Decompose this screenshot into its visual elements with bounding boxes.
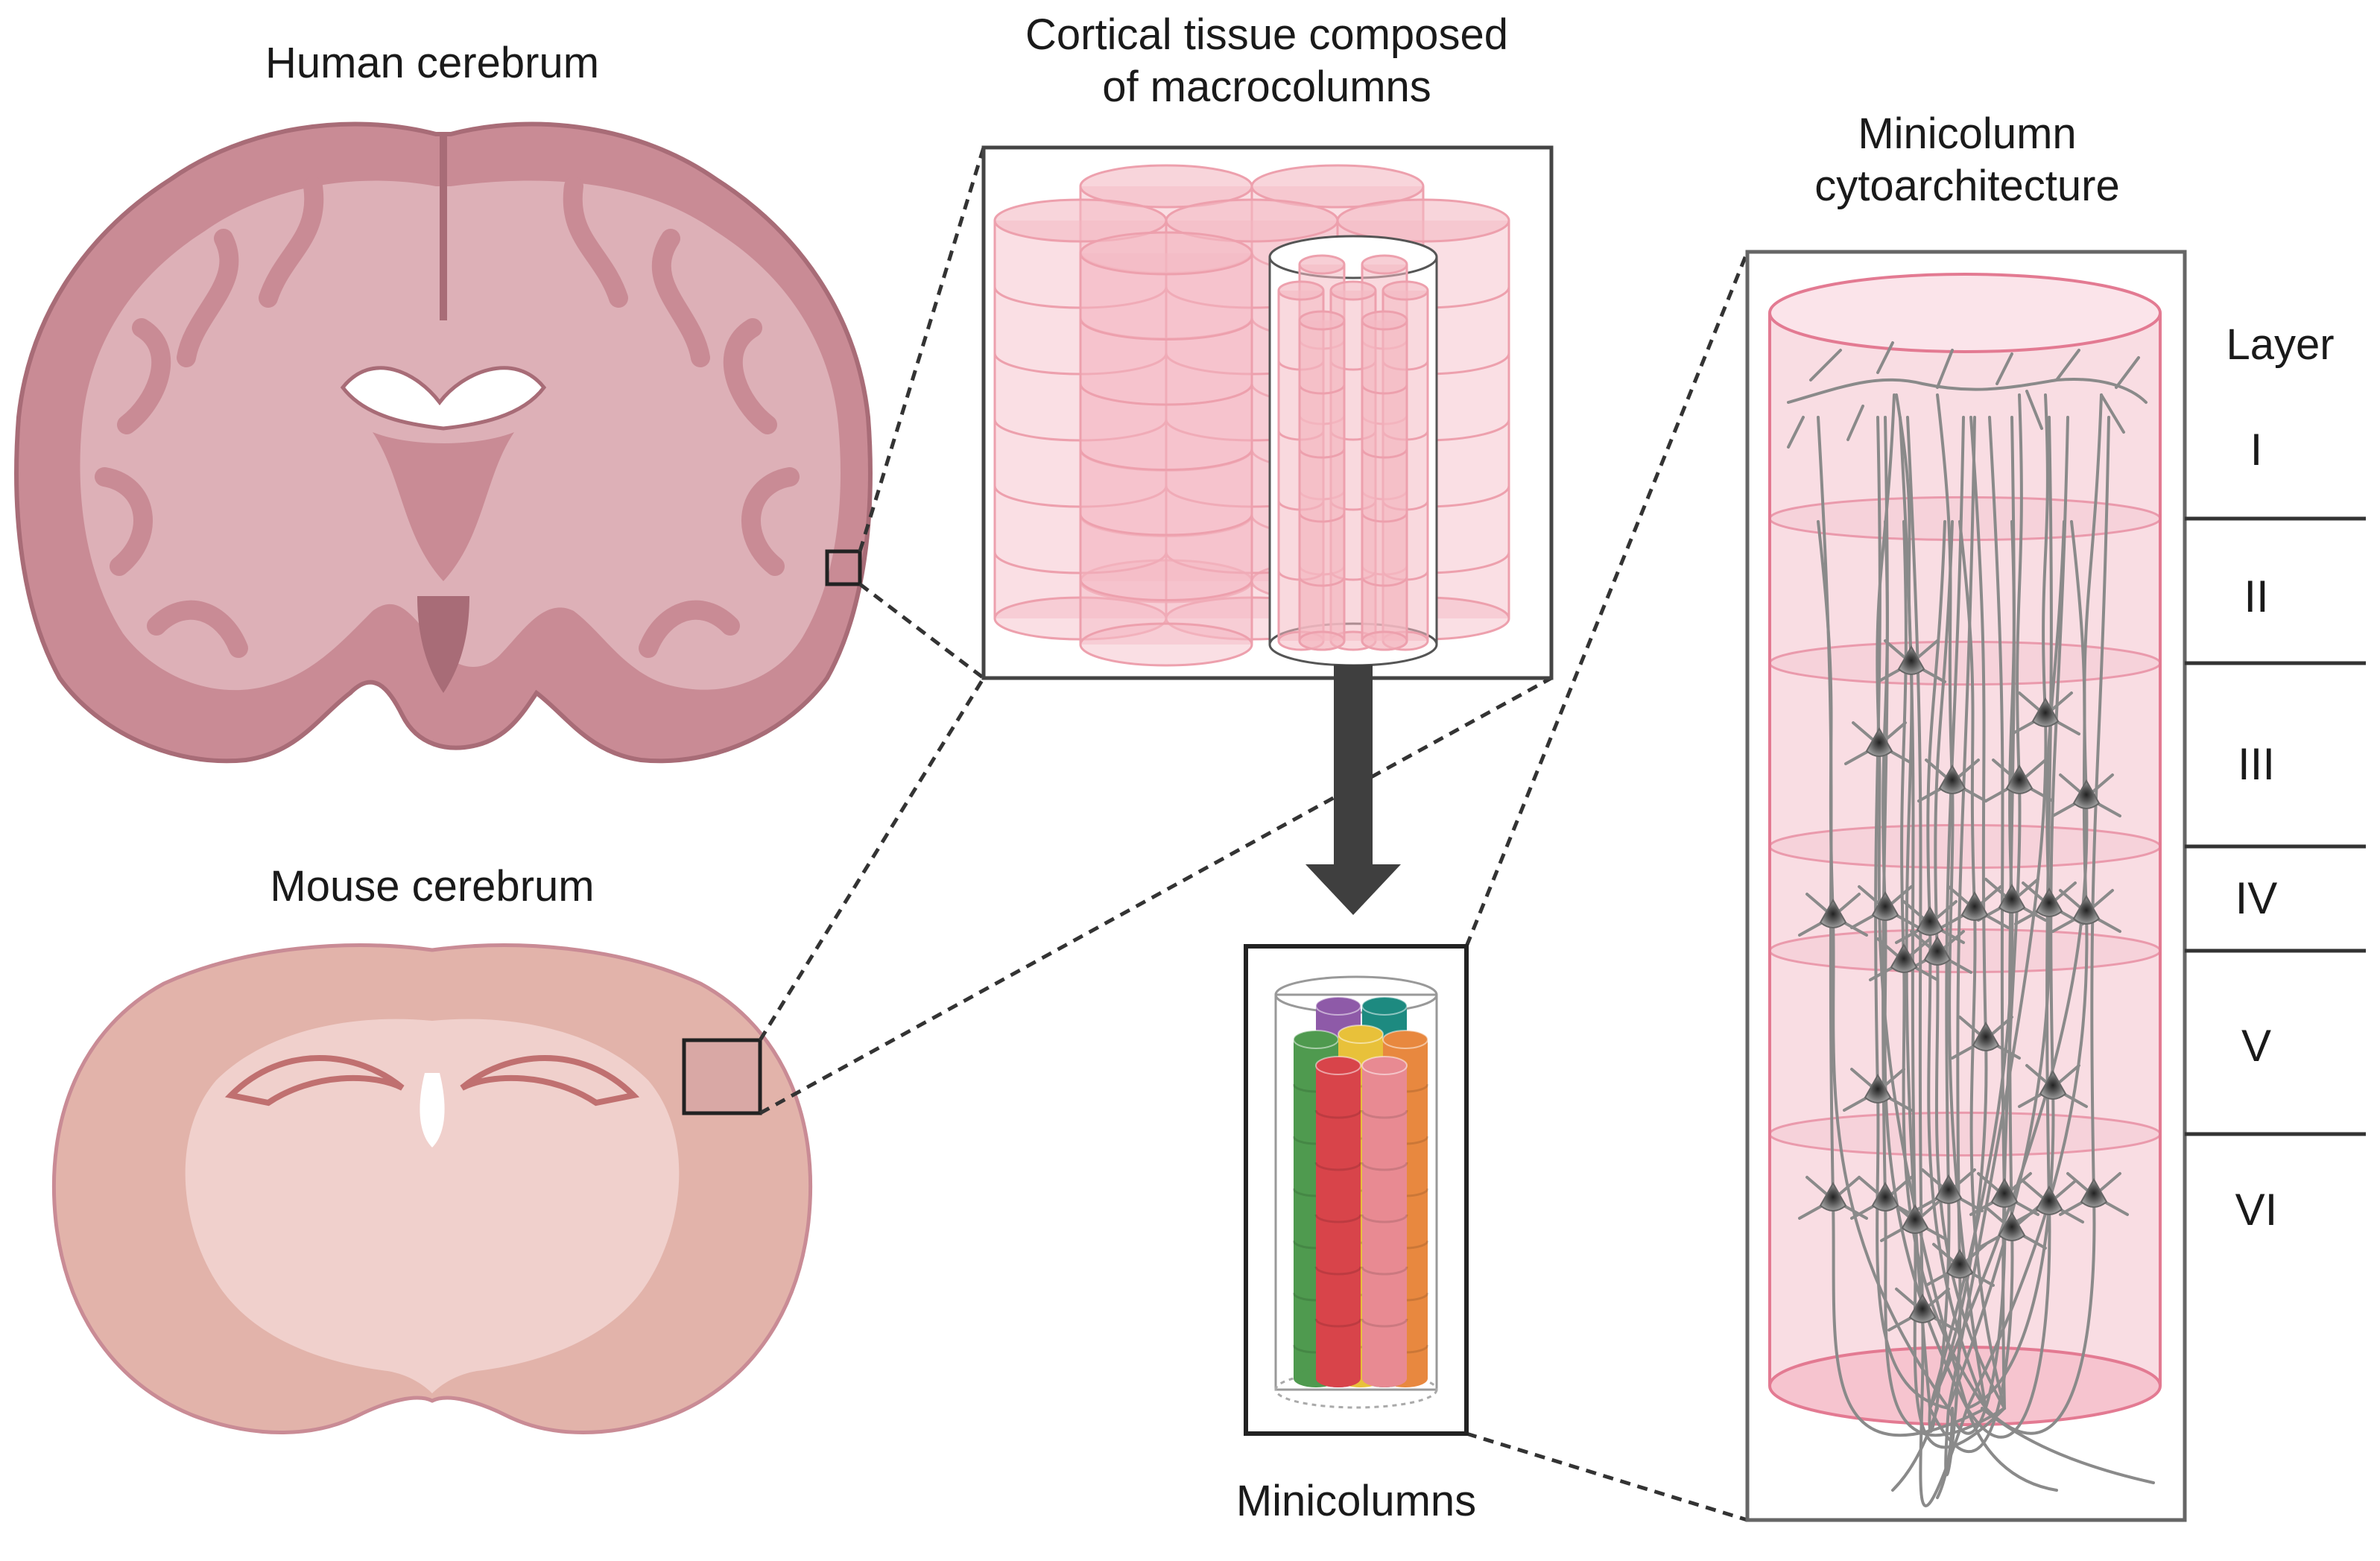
neuron-soma-17: [1864, 1073, 1892, 1104]
layer-plane-4: [1768, 928, 2162, 974]
hippocampus-right: [460, 1055, 640, 1106]
inner-minicolumn-6: [1298, 310, 1346, 651]
neuron-soma-26: [1998, 1211, 2026, 1241]
layer-label-V: V: [2241, 1021, 2272, 1071]
mouse-cerebrum-label: Mouse cerebrum: [270, 862, 595, 911]
macrocolumn-panel: [981, 145, 1554, 680]
neuron-soma-8: [1871, 890, 1899, 921]
dendrite-network: [1787, 341, 2155, 1507]
cytoarchitecture-panel: [1745, 250, 2187, 1522]
neuron-soma-27: [1946, 1248, 1974, 1279]
layer-dividers: [2185, 516, 2366, 1136]
colored-minicolumn-6: [1314, 1056, 1362, 1387]
neuron-soma-15: [1923, 935, 1952, 966]
cortical-tissue-line2: of macrocolumns: [1102, 62, 1431, 111]
layer-label-II: II: [2244, 571, 2269, 621]
neuron-soma-10: [1960, 890, 1989, 921]
neuron-soma-6: [2072, 779, 2101, 809]
neuron-soma-23: [2035, 1185, 2063, 1215]
layer-label-VI: VI: [2235, 1185, 2278, 1235]
human-brain: [14, 121, 873, 764]
neuron-soma-12: [2035, 887, 2063, 917]
lateral-ventricles: [340, 366, 547, 431]
neuron-network: [1787, 341, 2155, 1507]
neuron-soma-14: [1890, 943, 1918, 973]
neuron-somata: [1819, 645, 2108, 1323]
minicolumns-label: Minicolumns: [1235, 1477, 1477, 1525]
mouse-brain-inner: [185, 1019, 680, 1393]
minicolumn-line1: Minicolumn: [1858, 110, 2077, 158]
neuron-soma-24: [2080, 1177, 2108, 1208]
minicolumn-bundle: [1274, 975, 1438, 1409]
layer-plane-3: [1768, 823, 2162, 870]
neuron-soma-20: [1871, 1181, 1899, 1212]
layer-label-IV: IV: [2235, 873, 2278, 923]
neuron-soma-22: [1990, 1177, 2019, 1208]
mouse-sample-box: [682, 1038, 762, 1115]
layer-label-III: III: [2237, 739, 2275, 789]
layer-label-I: I: [2250, 425, 2263, 475]
minicolumn-line2: cytoarchitecture: [1814, 161, 2120, 210]
mouse-brain: [51, 943, 813, 1434]
neuron-soma-19: [1819, 1181, 1847, 1212]
human-sample-box: [825, 549, 862, 586]
human-brain-white-matter: [80, 180, 841, 691]
neuron-soma-1: [1897, 645, 1925, 675]
layer-plane-1: [1768, 495, 2162, 542]
layer-plane-5: [1768, 1111, 2162, 1157]
minicolumn-panel: [1244, 944, 1469, 1436]
neuron-soma-9: [1916, 905, 1944, 936]
brainstem: [417, 596, 469, 693]
neuron-soma-18: [2039, 1069, 2067, 1100]
cortical-tissue-line1: Cortical tissue composed: [1025, 10, 1508, 59]
neuron-soma-7: [1819, 898, 1847, 928]
zoom-connectors: [758, 147, 1750, 1522]
neuron-soma-2: [2031, 697, 2060, 727]
bundle-casing: [1274, 993, 1438, 1391]
neuron-soma-4: [1938, 764, 1966, 794]
down-arrow: [1305, 665, 1401, 915]
colored-minicolumn-7: [1361, 1056, 1408, 1387]
mouse-ventricle: [420, 1073, 445, 1147]
neuron-soma-11: [1998, 883, 2026, 914]
human-cerebrum-label: Human cerebrum: [265, 39, 600, 87]
cylinder-top: [1768, 273, 2162, 353]
basal-ganglia: [373, 432, 514, 581]
cortical-tissue-title: Cortical tissue composed of macrocolumns: [954, 9, 1580, 113]
hippocampus-left: [224, 1055, 405, 1106]
layer-heading: Layer: [2226, 320, 2335, 369]
macrocolumn-cylinders: [993, 164, 1510, 667]
neuron-soma-25: [1901, 1203, 1929, 1234]
human-brain-gyri: [95, 177, 800, 658]
inner-minicolumn-7: [1361, 310, 1408, 651]
minicolumn-cytoarchitecture-title: Minicolumn cytoarchitecture: [1684, 108, 2250, 212]
neuron-soma-28: [1908, 1293, 1937, 1323]
neuron-soma-13: [2072, 894, 2101, 925]
neuron-soma-21: [1934, 1174, 1963, 1204]
macrocolumn-6: [1079, 231, 1253, 667]
neuron-soma-5: [2005, 764, 2034, 794]
neuron-soma-3: [1865, 726, 1893, 757]
neuron-soma-16: [1972, 1021, 2000, 1051]
